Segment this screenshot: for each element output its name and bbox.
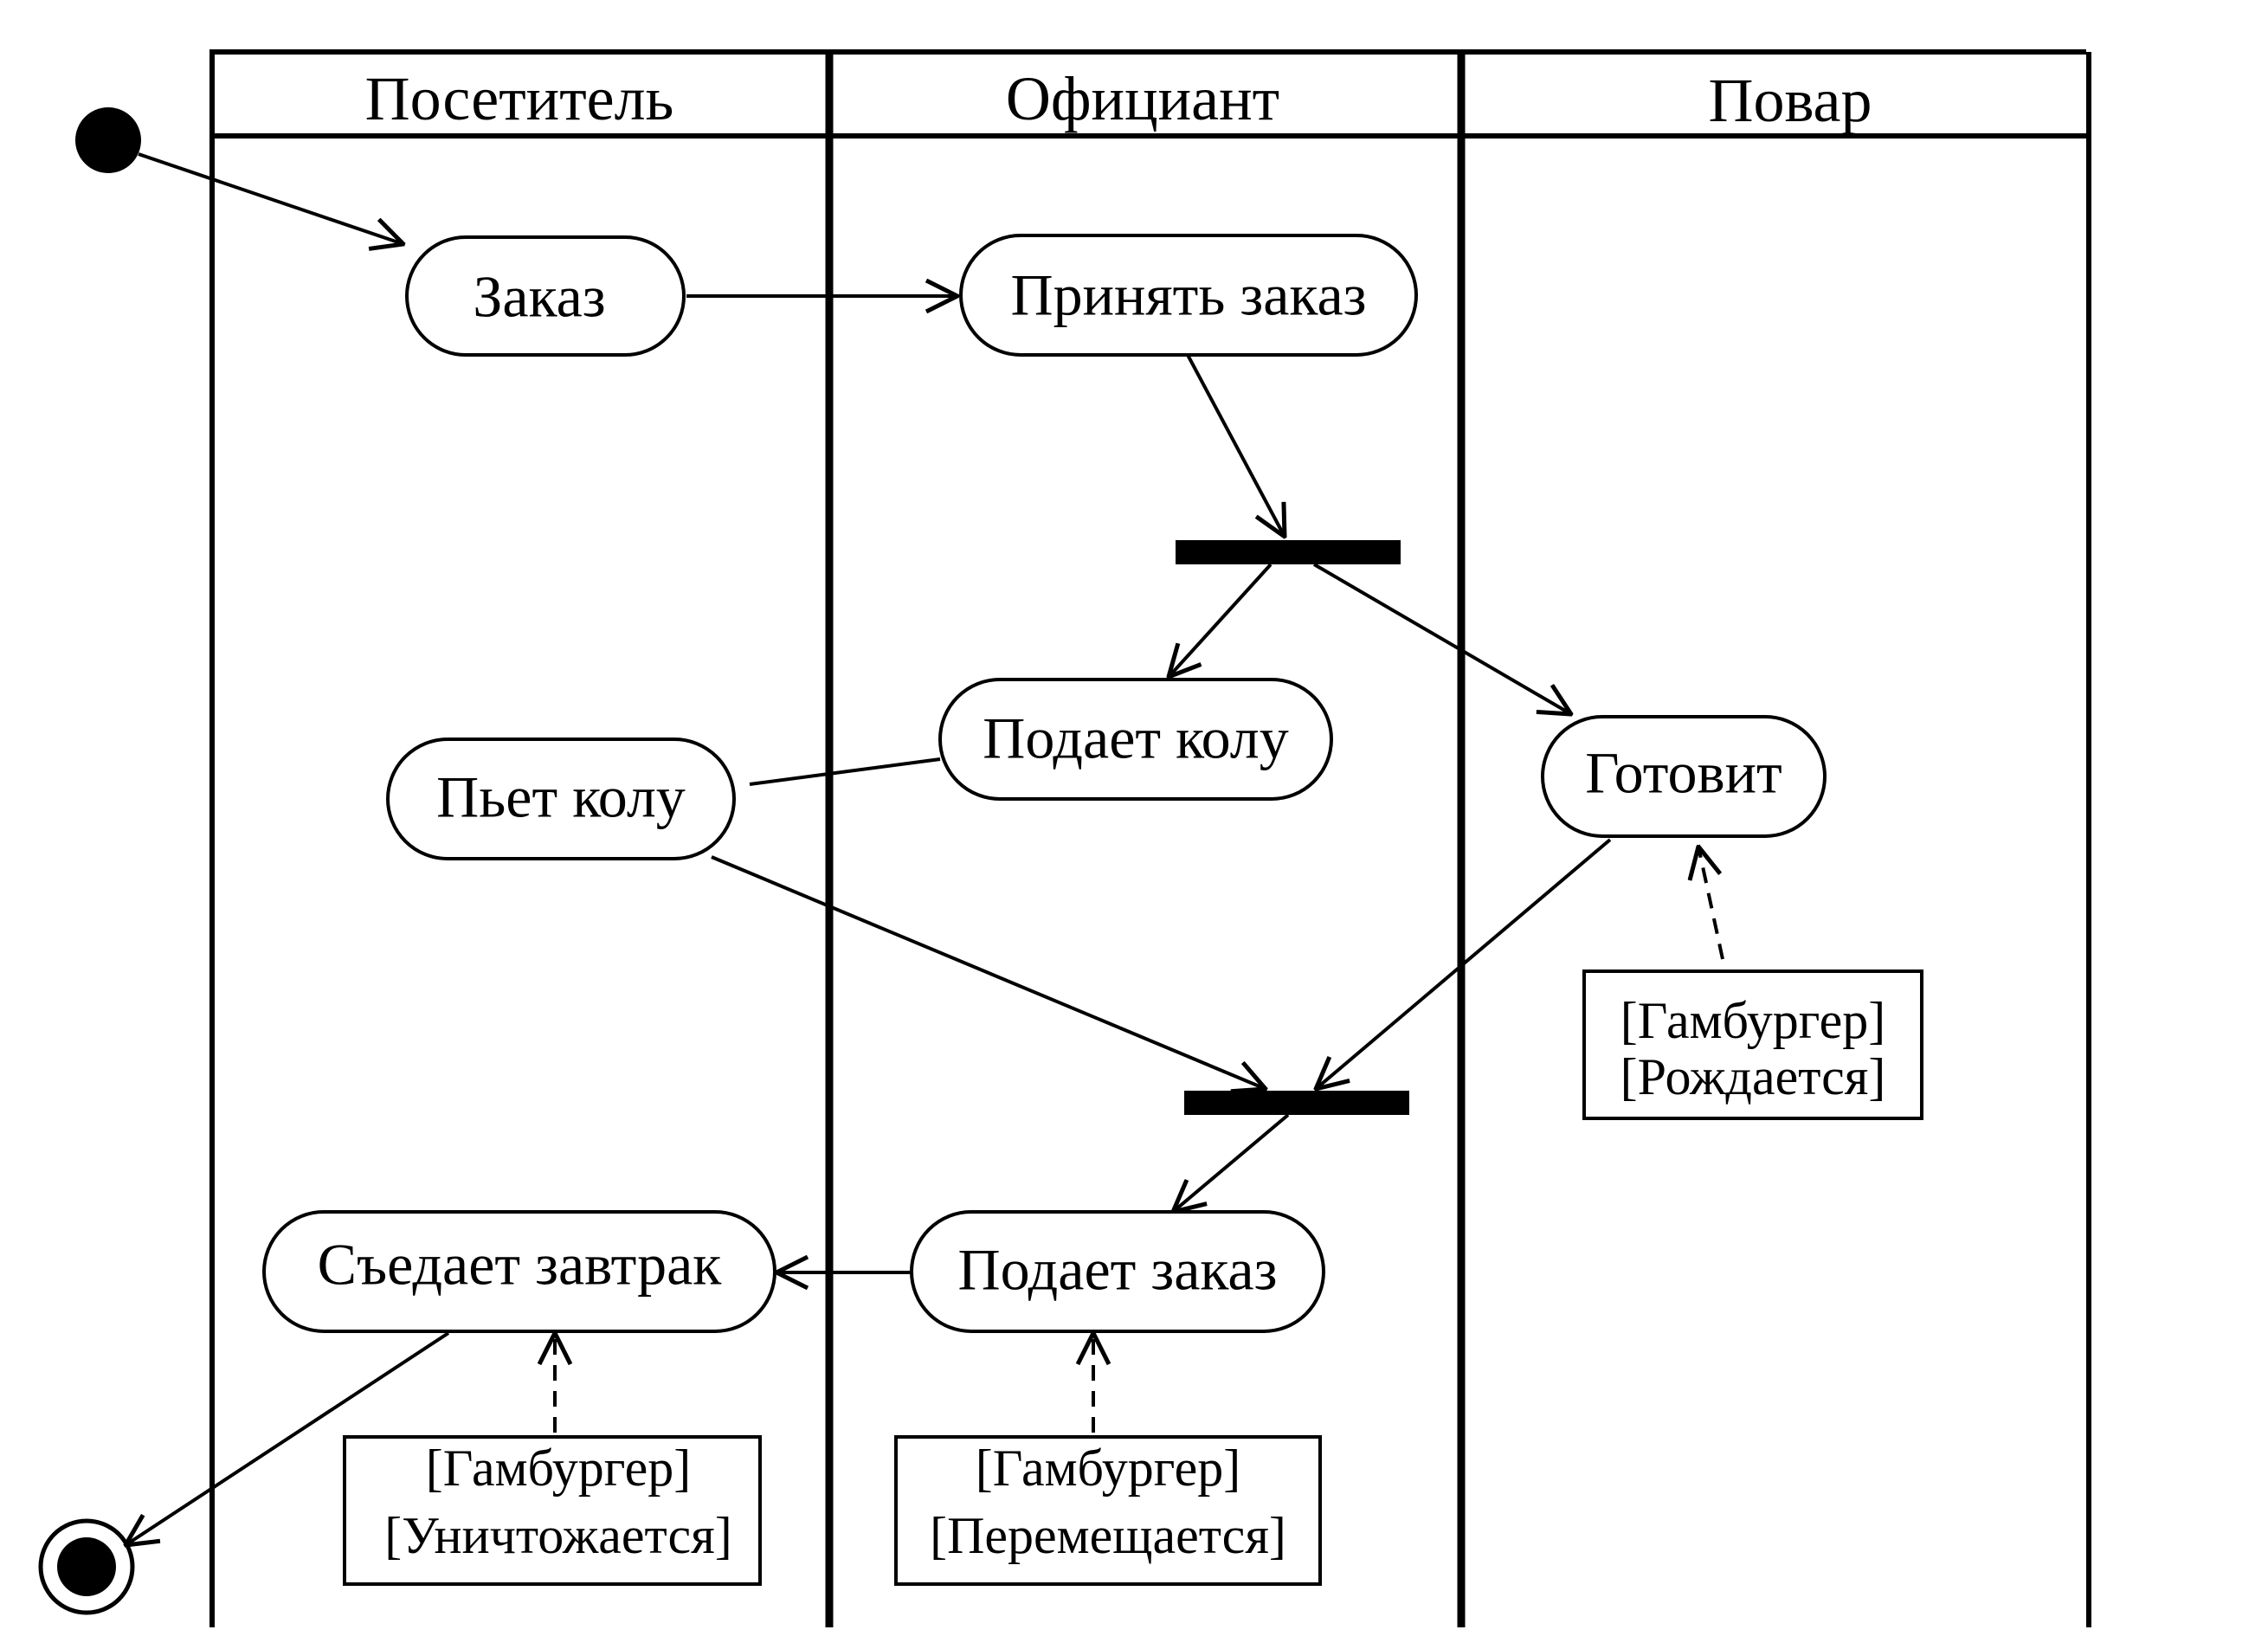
activity-drink-cola: Пьет колу: [386, 738, 736, 860]
activity-cook-label: Готовит: [1585, 740, 1782, 806]
transition-take-to-fork: [1186, 354, 1285, 537]
activity-cook: Готовит: [1541, 715, 1827, 838]
activity-order-label: Заказ: [473, 264, 605, 330]
object-flows: [555, 847, 1724, 1433]
lane-title-cook: Повар: [1709, 66, 1872, 135]
transition-join-to-serve-order: [1173, 1113, 1290, 1212]
initial-node: [75, 107, 141, 173]
transition-drink-to-join: [711, 855, 1266, 1089]
activity-take-order-label: Принять заказ: [1011, 262, 1367, 328]
object-born-state: [Рождается]: [1620, 1048, 1886, 1105]
final-node: [38, 1518, 135, 1615]
activity-serve-cola: Подает колу: [938, 678, 1333, 801]
activity-eat-breakfast: Съедает завтрак: [262, 1210, 776, 1333]
join-bar: [1184, 1091, 1409, 1115]
activity-serve-cola-label: Подает колу: [983, 705, 1288, 771]
object-destroyed: [Гамбургер] [Уничтожается]: [343, 1435, 762, 1586]
activity-order: Заказ: [405, 235, 686, 357]
object-moved: [Гамбургер] [Перемещается]: [894, 1435, 1322, 1586]
object-destroyed-name: [Гамбургер]: [426, 1440, 691, 1497]
transition-fork-to-cook: [1312, 563, 1571, 714]
object-born-name: [Гамбургер]: [1620, 992, 1885, 1049]
lane-title-visitor: Посетитель: [365, 64, 674, 133]
object-destroyed-state: [Уничтожается]: [384, 1507, 731, 1564]
object-moved-state: [Перемещается]: [930, 1507, 1286, 1564]
activity-serve-order: Подает заказ: [910, 1210, 1325, 1333]
object-flow-born: [1698, 847, 1724, 960]
lane-title-waiter: Официант: [1006, 64, 1279, 133]
activity-serve-order-label: Подает заказ: [958, 1237, 1278, 1303]
transition-cook-to-join: [1316, 838, 1612, 1089]
activity-take-order: Принять заказ: [959, 234, 1418, 357]
transitions: [126, 152, 1612, 1545]
transition-start-to-order: [138, 152, 403, 244]
transition-fork-to-serve-cola: [1169, 563, 1273, 677]
object-born: [Гамбургер] [Рождается]: [1582, 969, 1923, 1120]
activity-drink-cola-label: Пьет колу: [436, 764, 686, 830]
activity-eat-breakfast-label: Съедает завтрак: [318, 1232, 723, 1298]
object-moved-name: [Гамбургер]: [976, 1440, 1240, 1497]
flow-serve-cola-to-drink: [749, 757, 941, 786]
swimlane-frame: [209, 49, 2091, 1627]
fork-bar: [1176, 540, 1401, 564]
transition-eat-to-final: [126, 1331, 450, 1545]
